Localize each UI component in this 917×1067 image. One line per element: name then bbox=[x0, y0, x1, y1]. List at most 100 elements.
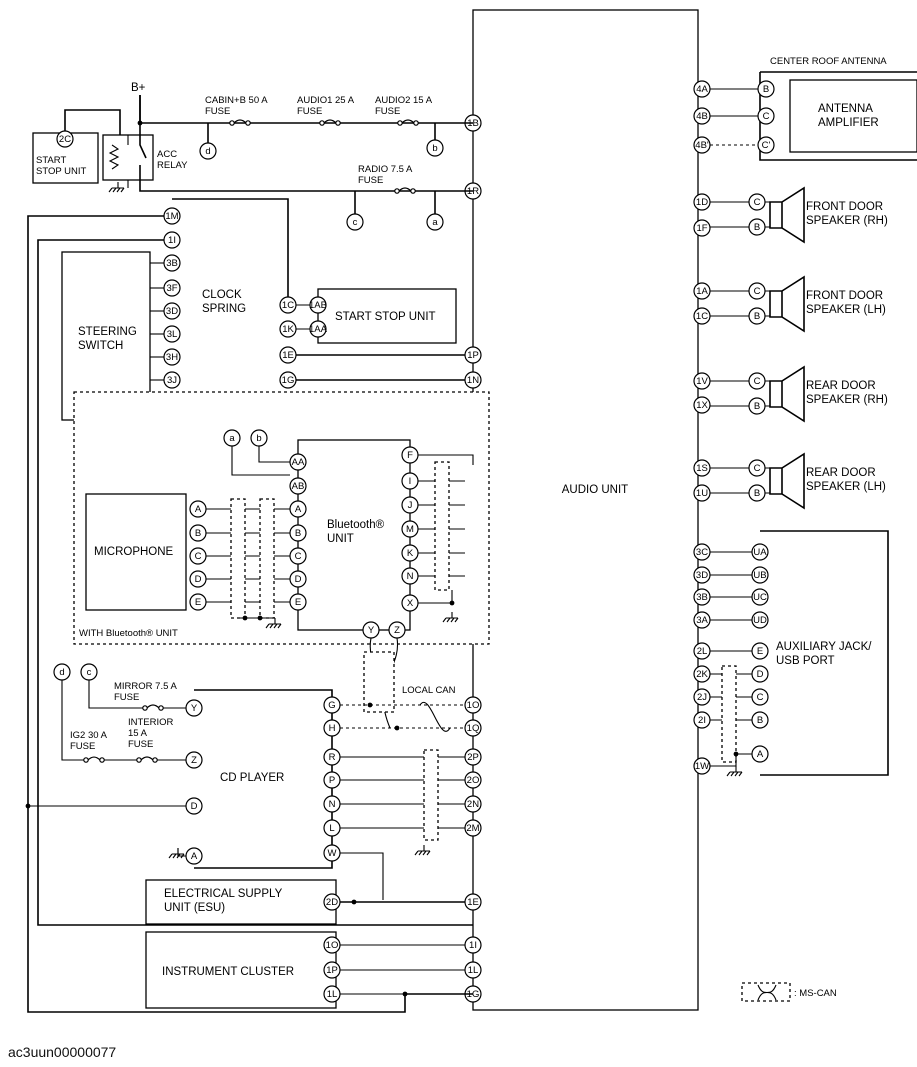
bt-pin-aa bbox=[289, 453, 307, 471]
ground-symbol bbox=[726, 766, 743, 777]
audio-unit-pin-1x bbox=[693, 396, 711, 414]
terminal-label: 2P bbox=[467, 752, 479, 763]
terminal-label: G bbox=[328, 700, 335, 711]
relay-coil bbox=[108, 144, 120, 170]
rear-door-speaker-rh-label: REAR DOOR bbox=[806, 380, 876, 392]
local-can-label: LOCAL CAN bbox=[402, 685, 456, 696]
connector-a bbox=[426, 213, 444, 231]
wire bbox=[88, 680, 186, 709]
bt-shield bbox=[434, 461, 450, 591]
bluetooth-unit-label: Bluetooth® bbox=[327, 519, 385, 531]
b-plus-label: B+ bbox=[131, 82, 146, 94]
terminal-label: 2I bbox=[698, 715, 706, 726]
terminal-label: 1O bbox=[467, 700, 480, 711]
rear-door-speaker-rh-label: SPEAKER (RH) bbox=[806, 394, 888, 406]
terminal-label: d bbox=[59, 667, 64, 678]
interior-fuse bbox=[152, 757, 158, 763]
ig2-fuse bbox=[99, 757, 105, 763]
terminal-label: d bbox=[205, 146, 210, 157]
instrument-cluster-label: INSTRUMENT CLUSTER bbox=[162, 966, 294, 978]
terminal-label: P bbox=[329, 775, 335, 786]
radio-fuse bbox=[398, 187, 412, 192]
audio2-fuse bbox=[401, 119, 415, 124]
terminal-label: C bbox=[754, 463, 761, 474]
antenna-amplifier-label: AMPLIFIER bbox=[818, 117, 879, 129]
wiring-diagram: AUDIO UNIT1B1R1P1N2A2B2C2D2E1O1Q2P2O2N2M… bbox=[25, 9, 917, 1013]
terminal-label: C bbox=[754, 286, 761, 297]
audio-unit-label: AUDIO UNIT bbox=[562, 484, 628, 496]
terminal-label: 1M bbox=[165, 211, 178, 222]
terminal-label: W bbox=[328, 848, 337, 859]
cd-pin-l-y bbox=[185, 699, 203, 717]
terminal-label: Y bbox=[368, 625, 375, 636]
terminal-label: 3J bbox=[167, 375, 177, 386]
start-stop-unit-left-label: STOP UNIT bbox=[36, 166, 87, 177]
splice-dot bbox=[402, 991, 408, 997]
center-roof-antenna-label: CENTER ROOF ANTENNA bbox=[770, 56, 887, 67]
audio1-fuse bbox=[335, 120, 341, 126]
wire bbox=[61, 680, 186, 761]
cabin-fuse bbox=[233, 119, 247, 124]
terminal-label: B bbox=[754, 222, 760, 233]
wire bbox=[418, 454, 474, 465]
terminal-label: 1L bbox=[327, 989, 338, 1000]
radio-fuse bbox=[410, 188, 416, 194]
terminal-label: 2O bbox=[467, 775, 480, 786]
radio-fuse-label: RADIO 7.5 A bbox=[358, 164, 413, 175]
terminal-label: AA bbox=[292, 457, 305, 468]
terminal-label: D bbox=[295, 574, 302, 585]
wire bbox=[710, 201, 770, 228]
ground-symbol bbox=[442, 612, 459, 623]
bluetooth-unit-label: UNIT bbox=[327, 533, 354, 545]
terminal-label: B bbox=[754, 488, 760, 499]
terminal-label: E bbox=[295, 597, 301, 608]
terminal-label: 1L bbox=[468, 965, 479, 976]
antenna-amplifier-label: ANTENNA bbox=[818, 103, 873, 115]
cd-pin-r-g bbox=[323, 696, 341, 714]
splice-dot bbox=[449, 600, 455, 606]
terminal-label: 1I bbox=[168, 235, 176, 246]
connector-c bbox=[346, 213, 364, 231]
start-stop-unit-box bbox=[317, 288, 457, 344]
microphone-label: MICROPHONE bbox=[94, 546, 174, 558]
splice-dot bbox=[367, 702, 373, 708]
terminal-label: 3L bbox=[167, 329, 178, 340]
terminal-label: 3D bbox=[696, 570, 708, 581]
wire bbox=[64, 109, 121, 145]
terminal-label: 2K bbox=[696, 669, 708, 680]
interior-fuse-label: INTERIOR bbox=[128, 717, 174, 728]
cabin-fuse-label: CABIN+B 50 A bbox=[205, 95, 268, 106]
front-door-speaker-rh-label: SPEAKER (RH) bbox=[806, 215, 888, 227]
mic-shield bbox=[259, 498, 275, 619]
terminal-label: F bbox=[407, 450, 413, 461]
terminal-label: c bbox=[87, 667, 92, 678]
terminal-label: 1A bbox=[696, 286, 708, 297]
cd-player-label: CD PLAYER bbox=[220, 772, 284, 784]
rear-door-speaker-lh bbox=[769, 452, 805, 510]
terminal-label: 1P bbox=[326, 965, 338, 976]
splice-dot bbox=[242, 615, 248, 621]
clock-spring-label: CLOCK bbox=[202, 289, 242, 301]
mirror-fuse-label: MIRROR 7.5 A bbox=[114, 681, 177, 692]
terminal-label: 1R bbox=[467, 186, 479, 197]
terminal-label: 1V bbox=[696, 376, 708, 387]
rear-door-speaker-lh-label: SPEAKER (LH) bbox=[806, 481, 886, 493]
terminal-label: B bbox=[295, 528, 301, 539]
antenna-outline bbox=[759, 71, 917, 161]
terminal-label: D bbox=[757, 669, 764, 680]
terminal-label: Z bbox=[394, 625, 400, 636]
audio1-fuse bbox=[323, 119, 337, 124]
connector-b bbox=[426, 139, 444, 157]
terminal-label: R bbox=[329, 752, 336, 763]
terminal-label: 4A bbox=[696, 84, 708, 95]
wire bbox=[710, 88, 758, 117]
terminal-label: 3A bbox=[696, 615, 708, 626]
esu-label: ELECTRICAL SUPPLY bbox=[164, 888, 283, 900]
wire bbox=[710, 380, 770, 407]
terminal-label: AB bbox=[292, 481, 305, 492]
interior-fuse-label: FUSE bbox=[128, 739, 153, 750]
steering-switch-label: STEERING bbox=[78, 326, 137, 338]
terminal-label: N bbox=[407, 571, 414, 582]
terminal-label: B bbox=[757, 715, 763, 726]
terminal-label: a bbox=[432, 217, 438, 228]
